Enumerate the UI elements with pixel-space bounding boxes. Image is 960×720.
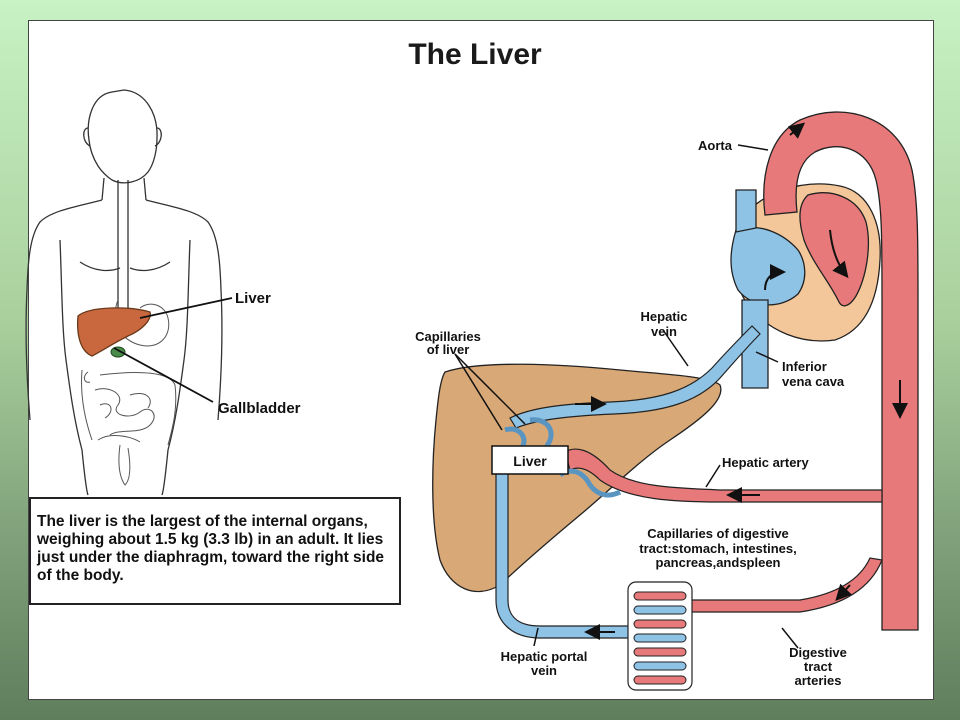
human-body-outline (25, 89, 223, 496)
intestines-sketch (81, 299, 177, 486)
label-hepatic-vein-line2: vein (651, 324, 677, 339)
inferior-vena-cava (741, 299, 769, 389)
label-capillaries-digestive-line3: pancreas,andspleen (656, 555, 781, 570)
label-capillaries-digestive-line2: tract:stomach, intestines, (639, 541, 797, 556)
label-aorta: Aorta (698, 138, 733, 153)
caption-box: The liver is the largest of the internal… (29, 497, 401, 605)
superior-vena-cava (735, 189, 757, 233)
flow-arrows (575, 122, 908, 640)
gallbladder-leader-line (113, 347, 214, 403)
caption-text: The liver is the largest of the internal… (37, 513, 385, 584)
label-ivc-line2: vena cava (782, 374, 845, 389)
aorta-vessel (763, 111, 919, 631)
label-hepatic-portal-vein-line2: vein (531, 663, 557, 678)
right-leader-lines (454, 144, 799, 649)
gallbladder-shape (110, 346, 126, 358)
right-atrium (730, 226, 806, 306)
liver-label-box (491, 445, 569, 475)
label-capillaries-liver-line2: of liver (427, 342, 470, 357)
label-hepatic-portal-vein-line1: Hepatic portal (501, 649, 588, 664)
label-digestive-arteries-line2: tract (804, 659, 833, 674)
digestive-capillary-bed (627, 581, 693, 691)
label-hepatic-artery: Hepatic artery (722, 455, 809, 470)
label-capillaries-digestive-line1: Capillaries of digestive (647, 526, 789, 541)
label-digestive-arteries-line3: arteries (795, 673, 842, 688)
label-digestive-arteries-line1: Digestive (789, 645, 847, 660)
label-gallbladder: Gallbladder (218, 400, 301, 417)
label-liver: Liver (235, 290, 271, 307)
label-hepatic-vein-line1: Hepatic (641, 309, 688, 324)
slide-title: The Liver (408, 38, 542, 71)
liver-small-shape (76, 307, 151, 357)
liver-leader-line (139, 297, 233, 319)
label-liver-box: Liver (513, 453, 547, 469)
label-capillaries-liver-line1: Capillaries (415, 329, 481, 344)
label-ivc-line1: Inferior (782, 359, 827, 374)
hepatic-artery-vessel (564, 448, 883, 503)
